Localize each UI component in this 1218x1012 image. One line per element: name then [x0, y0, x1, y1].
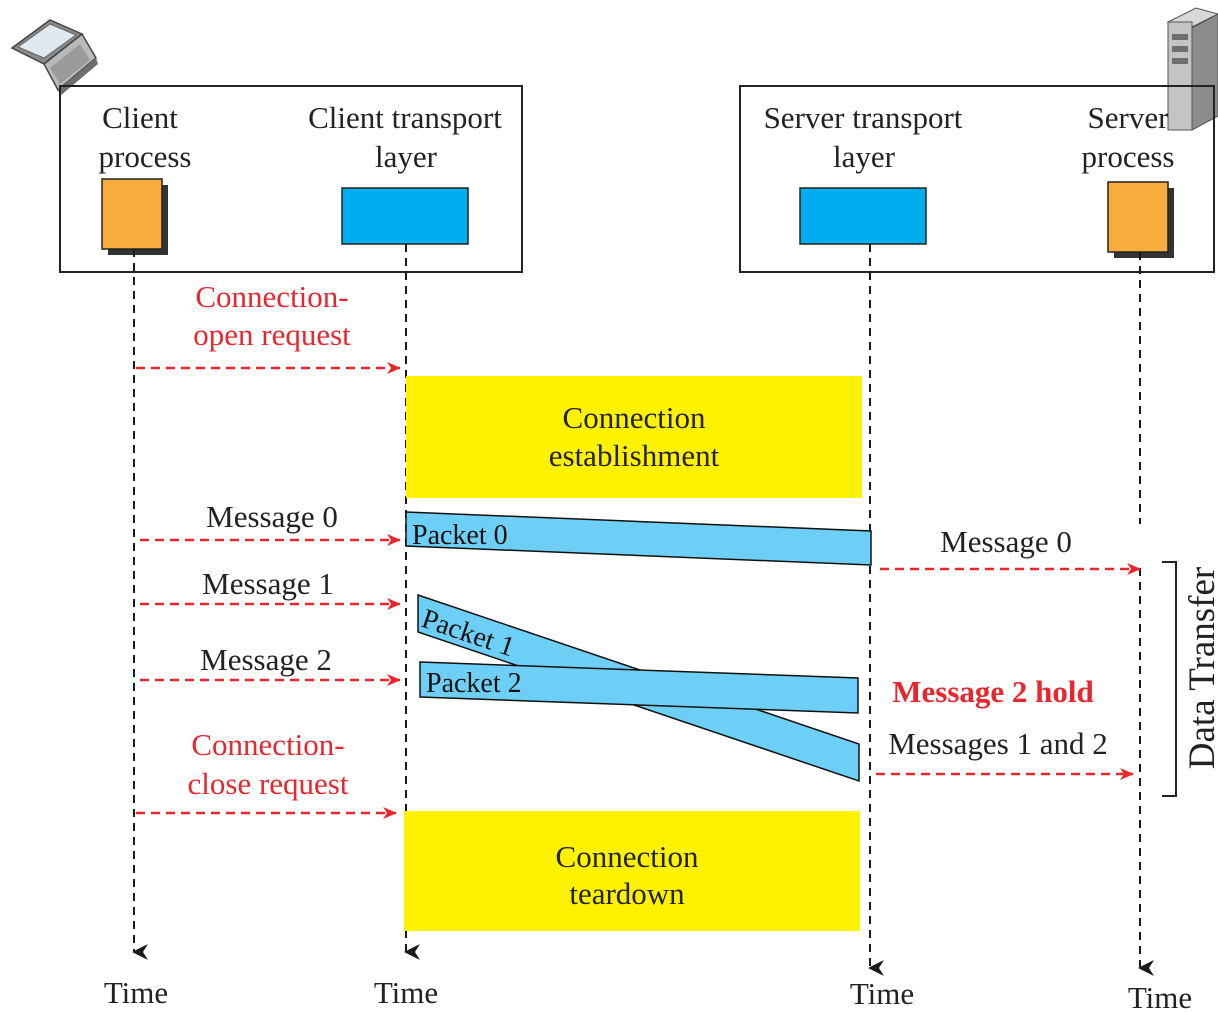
time-label-client-transport: Time — [374, 975, 438, 1010]
open-request-label-1: Connection- — [195, 279, 348, 314]
packet-2-label: Packet 2 — [426, 668, 522, 699]
server-host-box — [739, 85, 1215, 273]
server-transport-label-1: Server transport — [764, 100, 963, 135]
packet-0-band — [405, 511, 872, 566]
client-transport-label-2: layer — [375, 139, 438, 174]
server-message-0-label: Message 0 — [940, 524, 1072, 559]
establishment-label-1: Connection — [563, 400, 706, 435]
time-label-server-process: Time — [1128, 980, 1192, 1012]
packet-0-label: Packet 0 — [412, 520, 508, 551]
client-host-box — [59, 85, 523, 273]
close-request-label-1: Connection- — [191, 727, 344, 762]
time-label-server-transport: Time — [850, 976, 914, 1011]
client-message-2-label: Message 2 — [200, 642, 332, 677]
close-request-label-2: close request — [188, 766, 349, 801]
server-process-label-1: Server — [1088, 100, 1170, 135]
client-transport-block — [341, 187, 469, 245]
client-message-0-label: Message 0 — [206, 499, 338, 534]
server-process-block — [1107, 181, 1169, 253]
server-transport-block — [799, 187, 927, 245]
message-2-hold-label: Message 2 hold — [892, 674, 1094, 709]
teardown-label-1: Connection — [556, 839, 699, 874]
server-transport-label-2: layer — [833, 139, 896, 174]
client-message-1-label: Message 1 — [202, 566, 334, 601]
client-process-label-1: Client — [102, 100, 178, 135]
messages-1-and-2-label: Messages 1 and 2 — [888, 726, 1108, 761]
client-process-block — [101, 178, 163, 250]
packet-2-band — [419, 661, 859, 714]
data-transfer-label: Data Transfer — [1182, 567, 1218, 769]
server-process-label-2: process — [1082, 139, 1175, 174]
establishment-phase-box — [406, 376, 862, 498]
client-process-label-2: process — [99, 139, 192, 174]
teardown-phase-box — [404, 811, 860, 931]
open-request-label-2: open request — [193, 317, 351, 352]
time-label-client-process: Time — [104, 975, 168, 1010]
teardown-label-2: teardown — [569, 876, 685, 911]
client-transport-label-1: Client transport — [308, 100, 502, 135]
establishment-label-2: establishment — [549, 438, 720, 473]
server-tower-icon — [1166, 7, 1218, 131]
laptop-icon — [10, 19, 98, 96]
data-transfer-bracket — [1162, 561, 1177, 797]
